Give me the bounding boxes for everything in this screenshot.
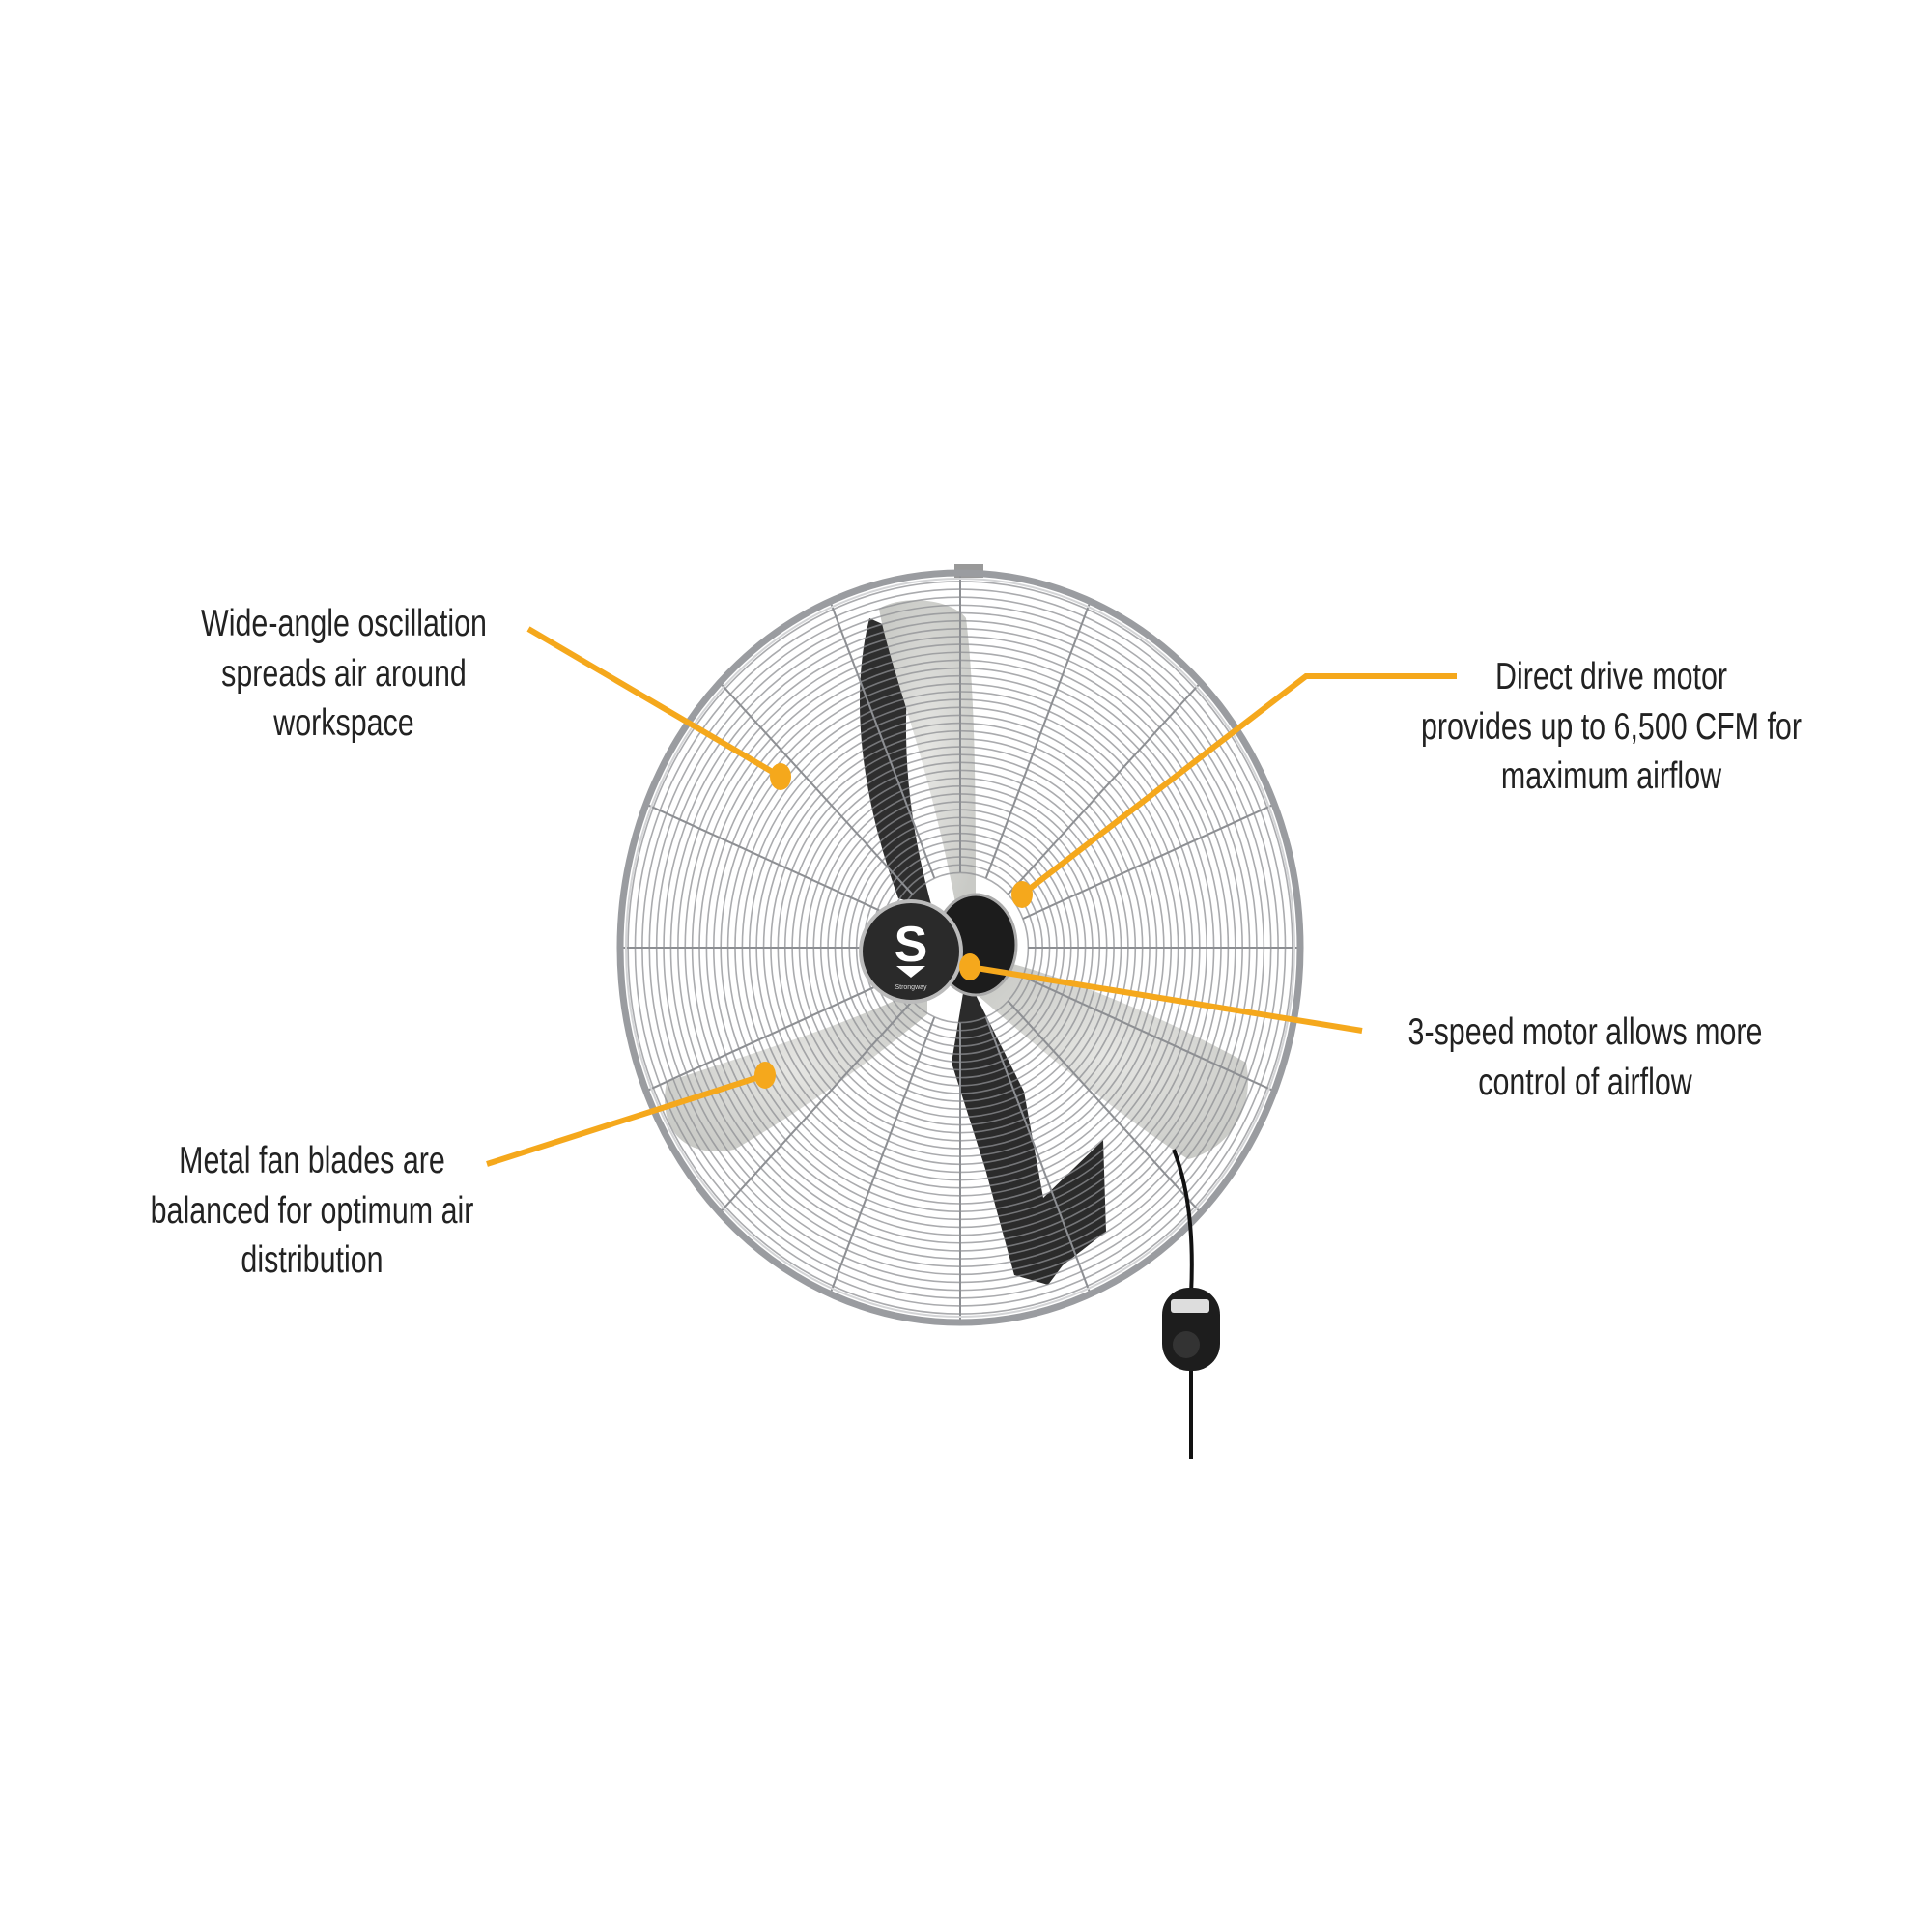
fan-rim (616, 569, 1304, 1326)
grille-spoke (1007, 683, 1201, 895)
callout-line: workspace (273, 702, 414, 744)
leader-line-oscillation (526, 626, 782, 780)
leader-line-direct-drive (1020, 673, 1457, 897)
callout-speed: 3-speed motor allows more control of air… (1359, 1008, 1811, 1107)
grille-spoke (1022, 804, 1273, 921)
leader-dot-direct-drive (1011, 881, 1033, 908)
callout-line: maximum airflow (1500, 755, 1722, 797)
callout-leader-lines (486, 626, 1457, 1167)
callout-line: Wide-angle oscillation (201, 603, 487, 644)
callout-line: 3-speed motor allows more (1407, 1011, 1763, 1053)
grille-spoke (984, 603, 1091, 879)
leader-dot-speed (959, 953, 980, 980)
leader-dot-blades (754, 1062, 776, 1089)
leader-line-blades (486, 1072, 766, 1167)
grille-spoke (720, 1000, 914, 1212)
fan-hub: S Strongway (859, 893, 1018, 1004)
callout-line: spreads air around (221, 652, 467, 695)
grille-spoke (1007, 1000, 1201, 1212)
grille-spoke (830, 603, 936, 879)
callout-line: provides up to 6,500 CFM for (1421, 705, 1802, 748)
grille-spoke (647, 804, 898, 921)
grille-spoke (720, 683, 914, 895)
logo-s-icon: S (895, 917, 928, 973)
callout-direct-drive: Direct drive motor provides up to 6,500 … (1385, 652, 1837, 802)
leader-line-speed (969, 964, 1363, 1034)
callout-line: Metal fan blades are (179, 1140, 445, 1181)
speed-controller (1162, 1149, 1220, 1459)
grille-spoke (647, 975, 898, 1092)
callout-line: balanced for optimum air (150, 1189, 474, 1232)
grille-spoke (1022, 975, 1273, 1092)
callout-line: control of airflow (1478, 1061, 1692, 1103)
callout-blades: Metal fan blades are balanced for optimu… (86, 1136, 538, 1286)
fan-blades (665, 600, 1248, 1159)
callout-line: distribution (241, 1239, 384, 1281)
leader-dot-oscillation (770, 763, 791, 790)
grille-spoke (984, 1016, 1091, 1293)
callout-oscillation: Wide-angle oscillation spreads air aroun… (118, 599, 570, 749)
callout-line: Direct drive motor (1494, 656, 1728, 697)
grille-spoke (830, 1016, 936, 1293)
svg-text:Strongway: Strongway (895, 984, 927, 991)
